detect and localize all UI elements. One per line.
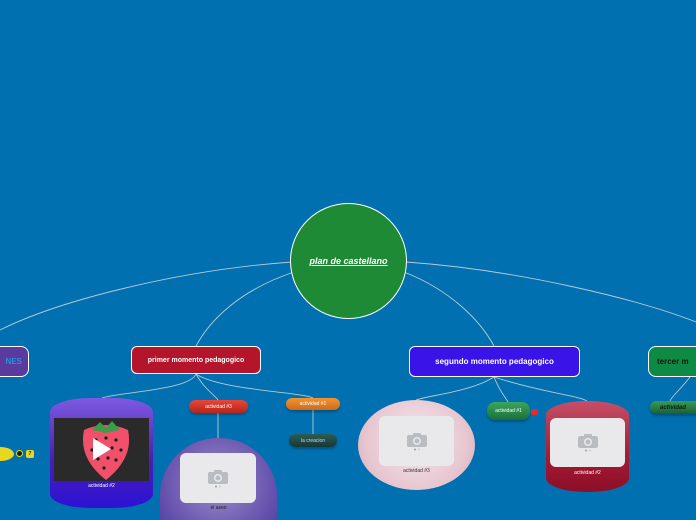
subtopic-actividad-1[interactable]: actividad #1 bbox=[286, 398, 340, 410]
root-topic[interactable]: plan de castellano bbox=[290, 203, 407, 319]
number-badge-value: 7 bbox=[28, 451, 32, 457]
branch-segundo-momento-label: segundo momento pedagogico bbox=[435, 357, 554, 366]
subtopic-actividad-1-segundo-label: actividad #1 bbox=[495, 408, 522, 414]
card-actividad-2-label: actividad #2 bbox=[88, 483, 115, 489]
number-badge-icon: 7 bbox=[26, 450, 34, 458]
carousel-dots-icon bbox=[584, 449, 591, 452]
image-placeholder bbox=[379, 416, 454, 466]
root-topic-label: plan de castellano bbox=[309, 256, 388, 266]
camera-icon bbox=[208, 469, 228, 484]
sticker-icon bbox=[16, 450, 23, 457]
carousel-dots-icon bbox=[215, 485, 221, 487]
card-el-aseo[interactable]: el aseo bbox=[160, 438, 277, 520]
card-actividad-2-photo-label: actividad #2 bbox=[574, 470, 601, 476]
camera-icon bbox=[577, 434, 598, 448]
play-icon[interactable] bbox=[91, 436, 113, 462]
branch-tercer-momento[interactable]: tercer m bbox=[648, 346, 696, 377]
branch-primer-momento-label: primer momento pedagogico bbox=[147, 356, 245, 364]
card-actividad-2-video[interactable]: actividad #2 bbox=[50, 398, 153, 508]
subtopic-actividad-3-label: actividad #3 bbox=[205, 403, 232, 410]
card-el-aseo-label: el aseo bbox=[210, 505, 227, 511]
subtopic-actividad-tercer[interactable]: actividad bbox=[650, 401, 696, 414]
card-actividad-3-photo-label: actividad #3 bbox=[403, 468, 430, 474]
branch-left-partial[interactable]: NES bbox=[0, 346, 29, 377]
strawberry-image bbox=[54, 418, 149, 481]
notification-badge bbox=[531, 409, 538, 415]
subtopic-actividad-1-segundo[interactable]: actividad #1 bbox=[487, 402, 530, 420]
card-actividad-2-photo[interactable]: actividad #2 bbox=[546, 401, 629, 492]
image-placeholder bbox=[180, 453, 256, 503]
carousel-dots-icon bbox=[413, 448, 420, 450]
subtopic-actividad-1-label: actividad #1 bbox=[299, 401, 327, 407]
branch-left-partial-label: NES bbox=[5, 357, 22, 366]
branch-segundo-momento[interactable]: segundo momento pedagogico bbox=[409, 346, 580, 377]
branch-primer-momento[interactable]: primer momento pedagogico bbox=[131, 346, 261, 374]
subtopic-la-creacion-label: la creacion bbox=[300, 437, 326, 444]
image-placeholder bbox=[550, 418, 625, 467]
branch-tercer-momento-label: tercer m bbox=[657, 357, 689, 366]
subtopic-la-creacion[interactable]: la creacion bbox=[289, 434, 337, 447]
camera-icon bbox=[406, 432, 427, 447]
subtopic-actividad-3[interactable]: actividad #3 bbox=[189, 400, 248, 413]
partial-yellow-node[interactable] bbox=[0, 447, 14, 461]
card-actividad-3-photo[interactable]: actividad #3 bbox=[358, 400, 475, 490]
subtopic-actividad-tercer-label: actividad bbox=[660, 404, 687, 411]
